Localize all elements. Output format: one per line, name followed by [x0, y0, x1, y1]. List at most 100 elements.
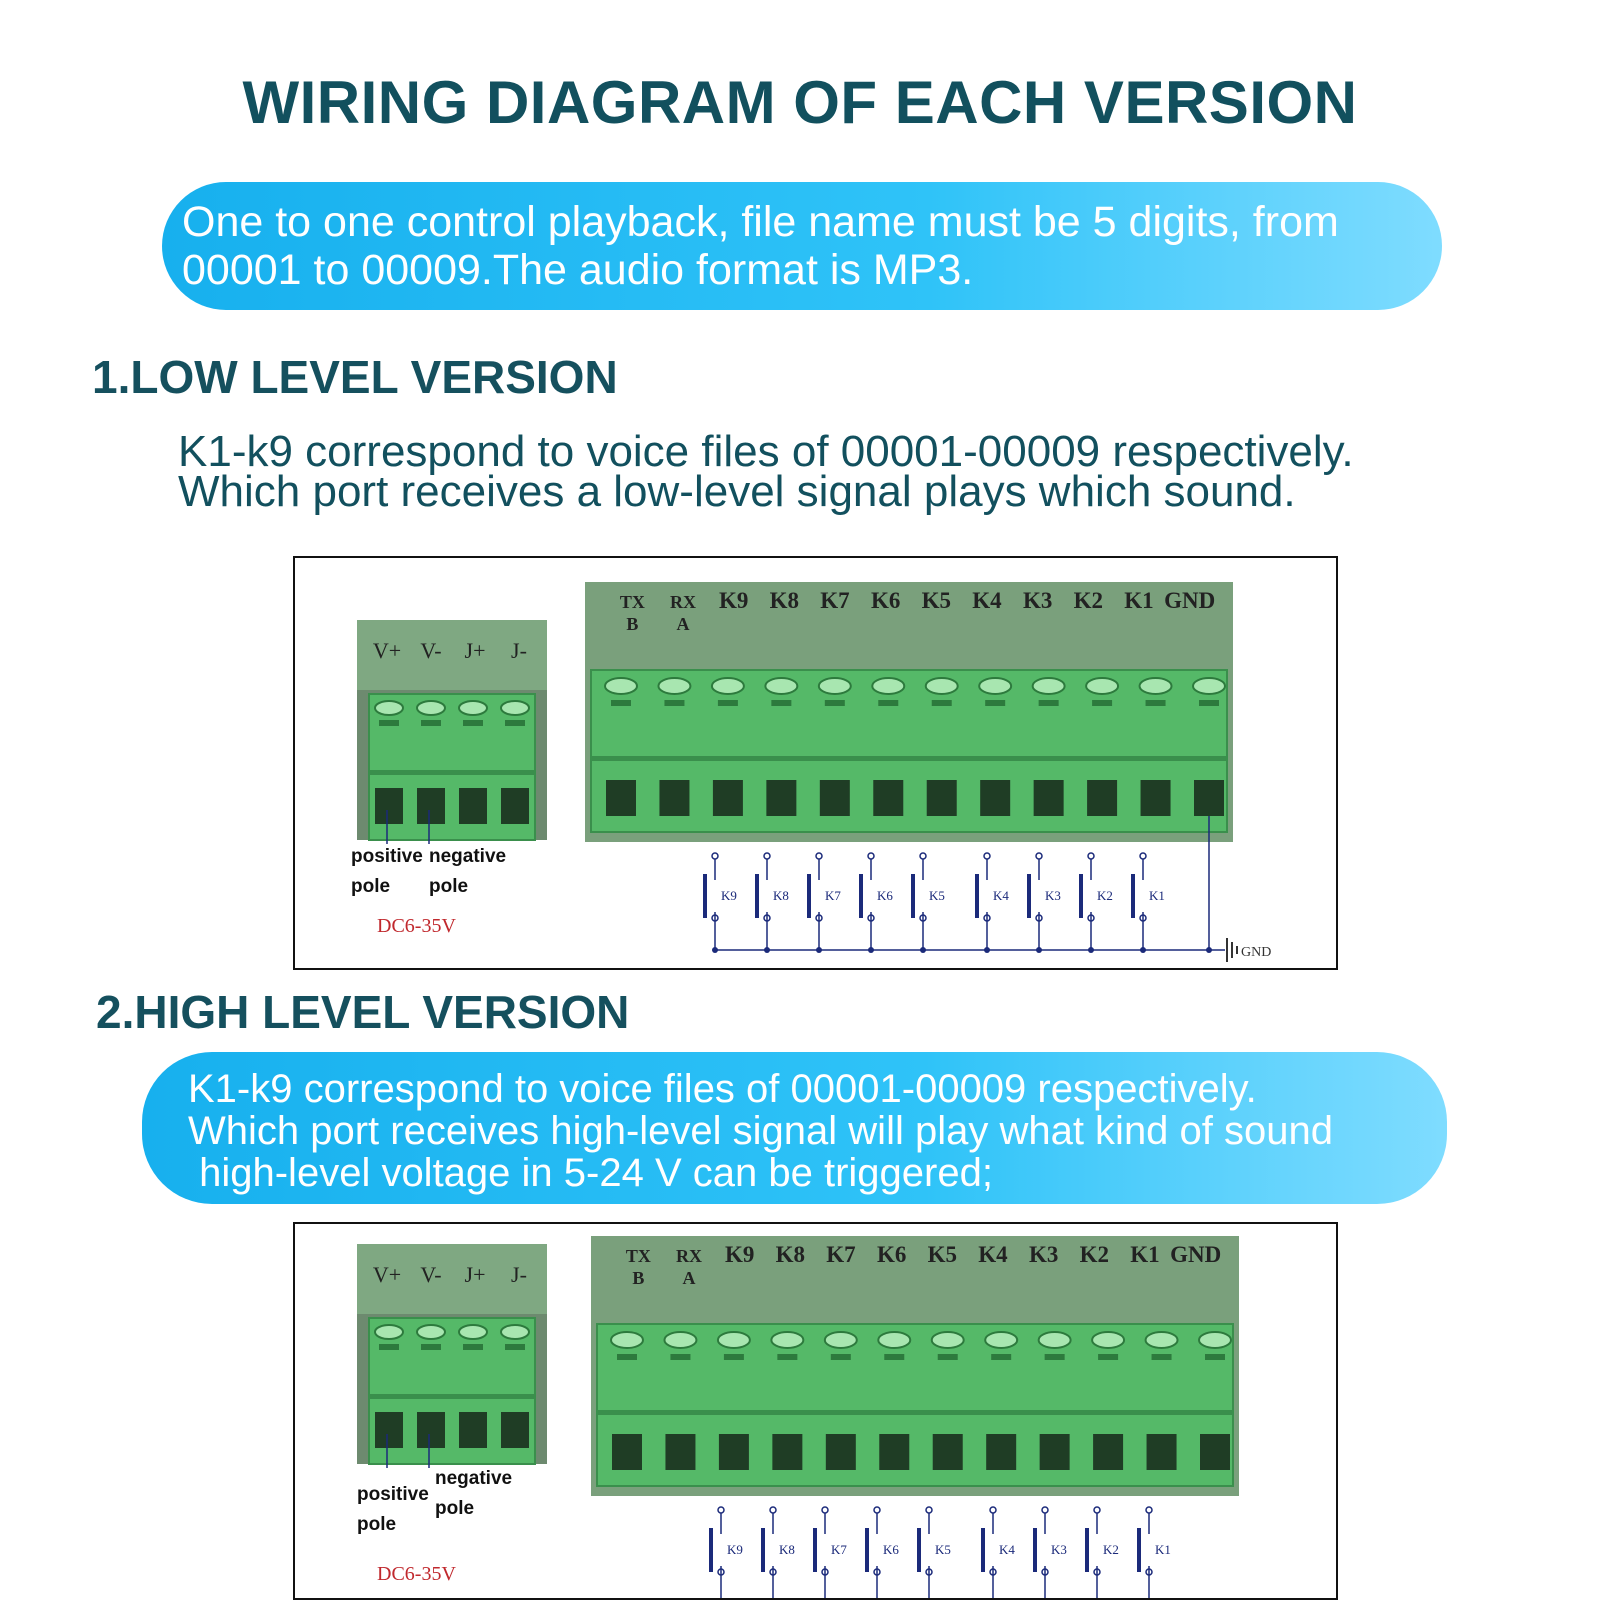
main-terminal-label: K6: [877, 1242, 906, 1267]
main-terminal-wire-hole: [712, 780, 743, 816]
switch-terminal: [989, 1506, 997, 1514]
main-terminal-notch: [777, 1354, 798, 1360]
main-terminal-notch: [664, 700, 685, 706]
main-terminal-notch: [991, 1354, 1012, 1360]
main-terminal-notch: [931, 700, 952, 706]
main-terminal-label: K9: [719, 588, 748, 613]
power-terminal-wire-hole: [375, 1412, 403, 1448]
switch-terminal: [717, 1506, 725, 1514]
switch-label: K8: [773, 888, 789, 903]
power-terminal-label: V+: [373, 638, 401, 663]
main-terminal-wire-hole: [819, 780, 850, 816]
switch-label: K9: [721, 888, 737, 903]
main-terminal-ridge: [597, 1410, 1233, 1415]
switch-terminal: [717, 1568, 725, 1576]
main-terminal-label: K1: [1124, 588, 1153, 613]
main-terminal-notch: [617, 1354, 637, 1360]
switch-label: K5: [935, 1542, 951, 1557]
switch-terminal: [815, 914, 823, 922]
power-terminal-notch: [505, 720, 525, 726]
main-terminal-screw: [924, 677, 959, 695]
power-terminal-label: J+: [465, 638, 486, 663]
main-terminal-notch: [1145, 700, 1166, 706]
main-terminal-screw: [984, 1331, 1019, 1349]
switch-terminal: [919, 852, 927, 860]
main-terminal-notch: [717, 700, 738, 706]
main-terminal-screw: [930, 1331, 965, 1349]
switch-terminal: [1087, 914, 1095, 922]
switch-terminal: [1145, 1506, 1153, 1514]
power-terminal-screw: [500, 700, 530, 716]
power-terminal-label: J-: [511, 638, 527, 663]
switch-terminal: [925, 1568, 933, 1576]
main-terminal-notch: [1092, 700, 1113, 706]
switch-label: K7: [825, 888, 841, 903]
main-terminal-wire-hole: [825, 1434, 856, 1470]
main-terminal-wire-hole: [659, 780, 690, 816]
switch-label: K9: [727, 1542, 743, 1557]
switch-terminal: [867, 852, 875, 860]
high-level-description-banner: K1-k9 correspond to voice files of 00001…: [142, 1052, 1447, 1204]
main-terminal-notch: [824, 700, 845, 706]
positive-pole-label: pole: [351, 876, 390, 897]
main-terminal-label: K7: [826, 1242, 855, 1267]
positive-pole-label: pole: [357, 1514, 396, 1535]
main-terminal-wire-hole: [873, 780, 904, 816]
negative-pole-label: pole: [435, 1498, 474, 1519]
main-terminal-screw: [823, 1331, 858, 1349]
power-terminal-wire-hole: [501, 1412, 529, 1448]
switch-terminal: [919, 914, 927, 922]
main-terminal-notch: [937, 1354, 958, 1360]
power-terminal-notch: [421, 1344, 441, 1350]
main-terminal-wire-hole: [980, 780, 1011, 816]
main-terminal-screw: [716, 1331, 751, 1349]
power-terminal-notch: [379, 1344, 399, 1350]
main-terminal-label: K8: [770, 588, 799, 613]
main-terminal-screw: [710, 677, 745, 695]
main-terminal-label: K5: [928, 1242, 957, 1267]
power-terminal-wire-hole: [375, 788, 403, 824]
switch-terminal: [1041, 1568, 1049, 1576]
main-terminal-block: [590, 669, 1228, 833]
main-terminal-notch: [1205, 1354, 1225, 1360]
power-terminal-wire-hole: [417, 788, 445, 824]
power-terminal-label: V-: [420, 638, 441, 663]
main-terminal-label: B: [626, 614, 638, 634]
negative-pole-label: negative: [435, 1468, 512, 1489]
main-terminal-wire-hole: [718, 1434, 749, 1470]
main-terminal-wire-hole: [1039, 1434, 1070, 1470]
main-terminal-wire-hole: [766, 780, 797, 816]
switch-terminal: [711, 914, 719, 922]
main-terminal-notch: [771, 700, 792, 706]
main-terminal-screw: [817, 677, 852, 695]
main-terminal-screw: [770, 1331, 805, 1349]
main-terminal-notch: [985, 700, 1006, 706]
main-terminal-screw: [663, 1331, 698, 1349]
main-terminal-label: A: [677, 614, 690, 634]
power-terminal-wire-hole: [459, 1412, 487, 1448]
main-terminal-screw: [1198, 1331, 1232, 1349]
main-terminal-screw: [871, 677, 906, 695]
power-terminal-notch: [379, 720, 399, 726]
power-terminal-screw: [416, 700, 446, 716]
main-terminal-wire-hole: [926, 780, 957, 816]
supply-voltage-label: DC6-35V: [377, 1563, 456, 1585]
main-terminal-wire-hole: [1087, 780, 1118, 816]
switch-terminal: [867, 914, 875, 922]
power-terminal-screw: [458, 1324, 488, 1340]
main-terminal-label: K3: [1029, 1242, 1058, 1267]
power-terminal-wire-hole: [501, 788, 529, 824]
main-terminal-notch: [1038, 700, 1059, 706]
low-level-wiring-diagram: V+V-J+J-positivepolenegativepoleDC6-35VT…: [351, 582, 1271, 962]
power-terminal-label: V+: [373, 1262, 401, 1287]
main-terminal-label: K3: [1023, 588, 1052, 613]
switch-terminal: [711, 852, 719, 860]
switch-label: K6: [877, 888, 893, 903]
switch-label: K2: [1097, 888, 1113, 903]
switch-label: K8: [779, 1542, 795, 1557]
switch-terminal: [989, 1568, 997, 1576]
main-terminal-label: K4: [978, 1242, 1008, 1267]
switch-label: K2: [1103, 1542, 1119, 1557]
main-terminal-label: RX: [670, 592, 696, 612]
power-terminal-screw: [458, 700, 488, 716]
